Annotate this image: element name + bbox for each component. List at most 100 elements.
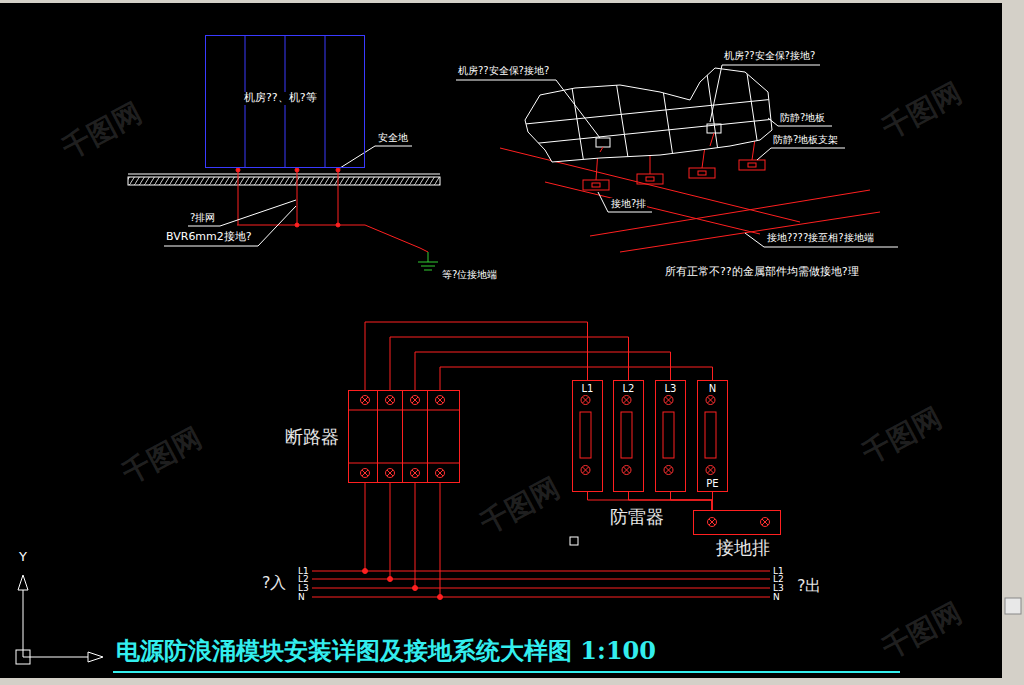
floor-pedestal	[646, 177, 654, 181]
grounding-wire	[236, 168, 240, 172]
node-label: N	[698, 383, 727, 395]
signal-name: N	[773, 592, 780, 602]
watermark: 千图网	[877, 597, 966, 665]
floor-slab	[128, 177, 440, 185]
bus-line	[388, 577, 393, 582]
spd-detail	[706, 466, 715, 475]
cad-part	[520, 118, 785, 145]
cabinet-box: 机房??、机?等	[205, 35, 365, 168]
ground-bar-terminal	[761, 518, 770, 527]
ucs-icon	[88, 652, 103, 662]
node-label: L1	[573, 383, 602, 395]
leader-line	[745, 233, 898, 247]
spd-module: L3	[655, 380, 686, 492]
breaker-detail	[386, 469, 395, 478]
ground-symbol	[418, 252, 438, 270]
leader-line	[598, 192, 652, 212]
part-label: 接地????接至相?接地端	[766, 232, 875, 244]
leader-line	[188, 200, 296, 226]
leader-line	[456, 65, 898, 247]
floor-pedestal	[748, 163, 756, 167]
ground-bar-terminal	[708, 518, 770, 527]
cad-part	[515, 98, 785, 125]
spd-module: L2	[613, 380, 644, 492]
spd-detail	[706, 396, 715, 405]
grounding-wire	[297, 170, 298, 225]
spd-detail	[580, 412, 591, 458]
cabinet-detail	[325, 35, 326, 168]
wire-connector	[390, 337, 629, 390]
breaker-detail	[377, 390, 378, 483]
spd-detail	[664, 466, 673, 475]
part-label: 防雷器	[610, 507, 664, 528]
bus-line	[312, 579, 770, 580]
floor-pedestal	[592, 183, 600, 187]
wire-connector	[365, 322, 588, 390]
grounding-wire	[336, 168, 340, 172]
breaker-detail	[348, 390, 460, 483]
node-label: PE	[698, 478, 727, 490]
bus-line	[365, 483, 366, 571]
part-label: 防静?地板支架	[773, 134, 838, 146]
signal-name: L3	[773, 583, 784, 593]
title-underline	[113, 671, 900, 673]
title-underline	[113, 672, 900, 673]
leader-line	[340, 146, 412, 168]
spd-detail	[580, 396, 716, 475]
cad-part	[660, 70, 675, 170]
spd-module: N PE	[697, 380, 728, 492]
spd-detail	[581, 396, 590, 405]
ground-bar-terminal	[708, 518, 717, 527]
floor-pedestal	[739, 160, 765, 170]
raised-floor	[596, 138, 610, 147]
node-label: L2	[614, 383, 643, 395]
spd-detail	[621, 412, 632, 458]
window-frame	[1002, 0, 1024, 685]
raised-floor	[600, 147, 603, 152]
cad-part	[515, 60, 785, 170]
part-label: 等?位接地端	[442, 269, 497, 281]
marker-square	[570, 537, 578, 545]
breaker-detail	[361, 396, 370, 405]
spd-detail	[705, 412, 716, 458]
breaker-detail	[436, 469, 445, 478]
breaker-detail	[402, 390, 403, 483]
breaker-box: 断路器	[348, 390, 460, 483]
node-label: 接地排	[716, 538, 770, 559]
grounding-wire	[295, 223, 299, 227]
window-frame	[1005, 598, 1021, 614]
ucs-icon	[16, 575, 103, 664]
watermark: 千图网	[57, 97, 146, 165]
ground-bar: 接地排	[693, 510, 781, 535]
watermark: 千图网	[475, 472, 564, 540]
breaker-detail	[348, 463, 460, 464]
node-label: 机房??、机?等	[244, 92, 317, 105]
bus-line	[438, 595, 443, 600]
cad-part	[615, 75, 630, 170]
ucs-icon	[23, 657, 88, 658]
diagram-title: 电源防浪涌模块安装详图及接地系统大样图 1:100	[116, 637, 656, 665]
part-label: 机房??安全保?接地?	[458, 65, 549, 77]
leader-line	[757, 148, 845, 160]
raised-floor	[525, 68, 772, 162]
breaker-detail	[411, 396, 420, 405]
grounding-wire	[338, 170, 339, 225]
watermark: 千图网	[857, 402, 946, 470]
ground-symbol	[421, 266, 435, 267]
ucs-icon	[23, 590, 24, 657]
spd-detail	[664, 396, 673, 405]
bus-line	[415, 483, 416, 588]
signal-name: L3	[298, 583, 309, 593]
watermark: 千图网	[877, 77, 966, 145]
floor-pedestal	[752, 139, 755, 160]
cabinet-detail	[245, 35, 325, 168]
bus-label: ?入	[262, 574, 287, 592]
bus-line	[312, 597, 770, 598]
marker-square	[570, 537, 578, 545]
part-label: 接地?排	[610, 198, 647, 210]
cad-part	[570, 75, 585, 170]
